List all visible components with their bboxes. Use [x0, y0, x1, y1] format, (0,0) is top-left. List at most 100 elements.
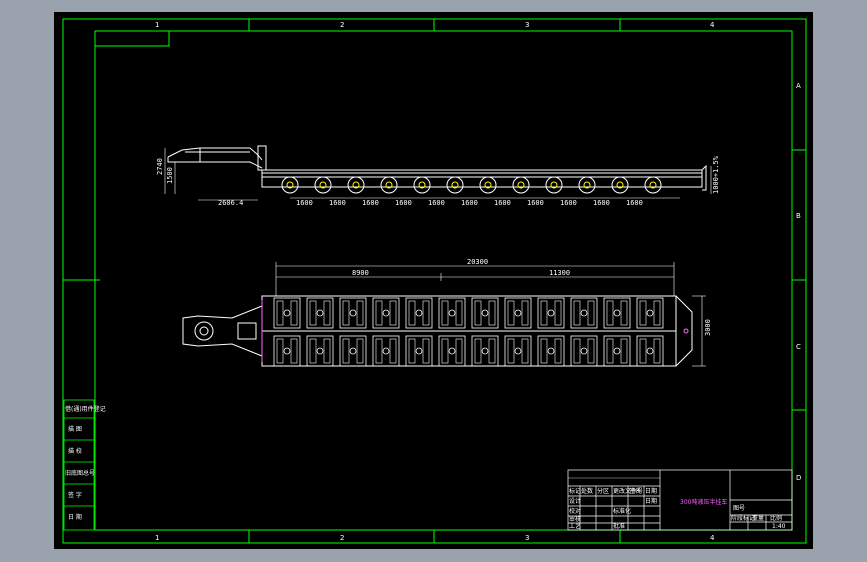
axle-spacing-label: 1600	[296, 199, 313, 207]
plan-wheel-pair	[471, 335, 499, 367]
zone-bottom-4: 4	[710, 534, 715, 542]
side-wheel	[314, 176, 332, 194]
side-wheel	[611, 176, 629, 194]
plan-wheel-pair	[339, 335, 367, 367]
role-review: 审核	[569, 515, 581, 523]
stamp-date: 日 期	[68, 513, 82, 521]
drawing-title: 300吨液压半挂车	[680, 498, 727, 506]
plan-wheel-pair	[471, 297, 499, 329]
side-wheel	[545, 176, 563, 194]
axle-spacing-label: 1600	[626, 199, 643, 207]
stamp-signature: 签 字	[68, 491, 82, 499]
axle-spacing-label: 1600	[362, 199, 379, 207]
rev-count-header: 处数	[581, 487, 593, 495]
zone-top-2: 2	[340, 21, 344, 29]
deck-outline	[261, 164, 707, 191]
plan-front-segment: 8900	[352, 269, 369, 277]
side-elevation-view: 2740 1500 2606.4 1000+1.5% 1600 1600 1600 1…	[156, 145, 720, 207]
plan-overall-length: 20300	[467, 258, 488, 266]
side-wheel	[413, 176, 431, 194]
side-wheel-group	[281, 176, 662, 194]
plan-wheel-pair	[537, 335, 565, 367]
axle-spacing-label: 1600	[560, 199, 577, 207]
role-standardization: 标准化	[613, 507, 631, 515]
side-height-deck: 1500	[166, 167, 174, 184]
axle-spacing-label: 1600	[329, 199, 346, 207]
plan-wheel-pair	[636, 297, 664, 329]
plan-wheel-pair	[339, 297, 367, 329]
rev-mark-header: 标记	[569, 487, 581, 495]
weight-header: 重量	[752, 514, 764, 522]
plan-wheel-pair	[405, 297, 433, 329]
gooseneck-outline	[167, 145, 267, 171]
plan-wheel-pair	[372, 335, 400, 367]
plan-wheel-pair	[603, 335, 631, 367]
role-approval: 批准	[613, 522, 625, 530]
role-check: 校对	[569, 507, 581, 515]
plan-wheel-pair	[504, 335, 532, 367]
side-wheel	[578, 176, 596, 194]
plan-wheel-pair	[570, 297, 598, 329]
left-stamp-column: 借(通)用件登记 描 图 描 校 旧底图总号 签 字 日 期	[63, 399, 106, 531]
plan-wheel-pair	[372, 297, 400, 329]
drawing-number-label: 图号	[733, 505, 745, 512]
stamp-old-base-number: 旧底图总号	[65, 469, 95, 477]
plan-view: 20300 8900 11300 3000	[182, 258, 712, 367]
zone-bottom-2: 2	[340, 534, 344, 542]
zone-right-a: A	[796, 82, 801, 90]
plan-wheel-pair	[504, 297, 532, 329]
zone-top-1: 1	[155, 21, 159, 29]
role-design: 设计	[569, 497, 581, 505]
date-label: 日期	[645, 497, 657, 505]
plan-rear-segment: 11300	[549, 269, 570, 277]
plan-wheel-pair	[405, 335, 433, 367]
drawing-frame	[62, 18, 807, 544]
plan-wheel-pair	[603, 297, 631, 329]
plan-wheel-pair	[438, 297, 466, 329]
stamp-tracing: 描 图	[68, 425, 82, 433]
rev-date-header: 日期	[645, 487, 657, 495]
side-wheel	[281, 176, 299, 194]
plan-wheel-rows	[273, 297, 664, 367]
zone-right-b: B	[796, 212, 801, 220]
zone-top-4: 4	[710, 21, 715, 29]
side-wheel	[512, 176, 530, 194]
plan-wheel-pair	[306, 335, 334, 367]
role-process: 工艺	[569, 522, 581, 530]
side-wheel	[446, 176, 464, 194]
rev-zone-header: 分区	[597, 487, 609, 495]
stamp-trace-check: 描 校	[68, 447, 82, 455]
side-height-overall: 2740	[156, 158, 164, 175]
plan-wheel-pair	[306, 297, 334, 329]
axle-spacing-label: 1600	[461, 199, 478, 207]
zone-labels-top: 1 2 3 4	[155, 21, 715, 29]
plan-wheel-pair	[438, 335, 466, 367]
plan-width: 3000	[704, 319, 712, 336]
stage-mark-header: 阶段标记	[731, 514, 755, 522]
axle-spacing-label: 1600	[428, 199, 445, 207]
axle-spacing-label: 1600	[395, 199, 412, 207]
rev-file-header: 更改文件号	[613, 487, 643, 495]
zone-labels-bottom: 1 2 3 4	[155, 534, 715, 542]
side-wheel	[479, 176, 497, 194]
axle-spacing-label: 1600	[593, 199, 610, 207]
zone-right-d: D	[796, 474, 801, 482]
model-space-background	[54, 12, 813, 549]
plan-accents	[261, 300, 689, 362]
side-wheel	[644, 176, 662, 194]
side-rear-label: 1000+1.5%	[712, 155, 720, 194]
zone-right-c: C	[796, 343, 801, 351]
side-wheel	[380, 176, 398, 194]
plan-wheel-pair	[273, 297, 301, 329]
side-front-length: 2606.4	[218, 199, 243, 207]
zone-bottom-1: 1	[155, 534, 159, 542]
side-wheel	[347, 176, 365, 194]
corner-code-box	[94, 30, 170, 47]
side-dimension-lines	[164, 148, 712, 201]
zone-top-3: 3	[525, 21, 529, 29]
stamp-borrow-register: 借(通)用件登记	[65, 405, 106, 413]
scale-value: 1:40	[772, 523, 786, 530]
zone-labels-right: A B C D	[796, 82, 801, 482]
